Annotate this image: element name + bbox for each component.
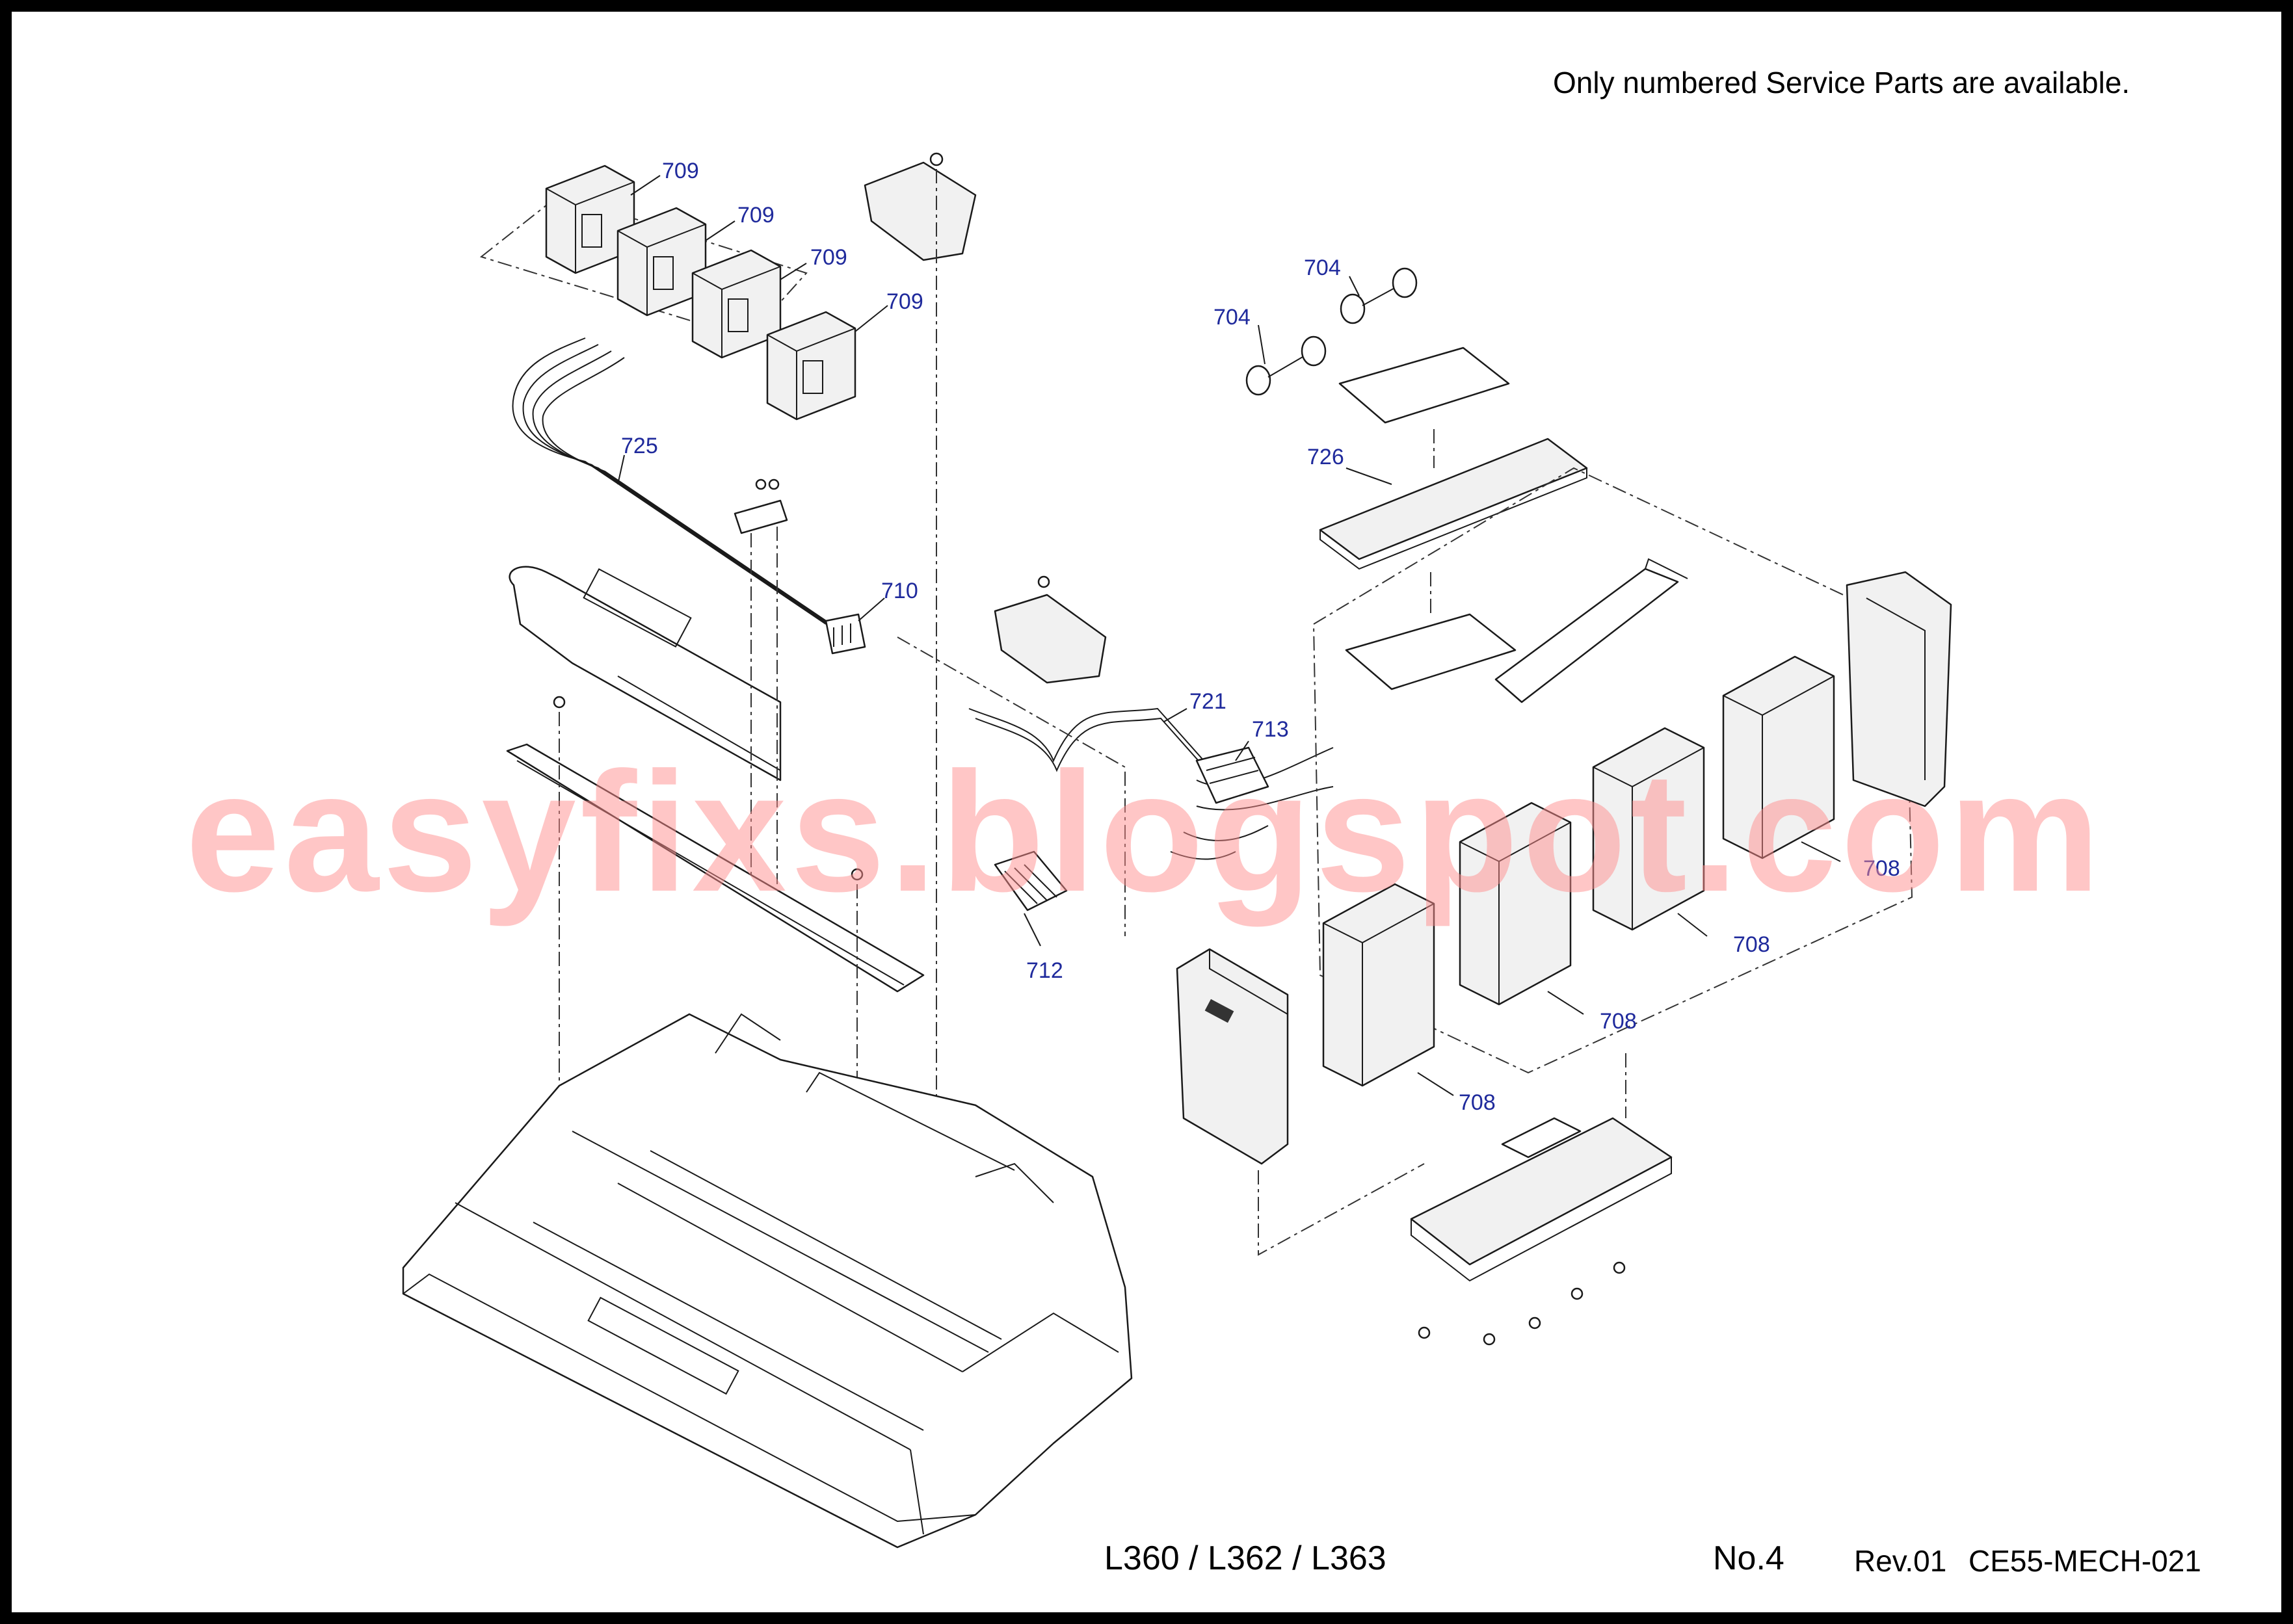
- callout-709-c: 709: [810, 245, 847, 270]
- ink-tube-725: [512, 337, 846, 635]
- printer-frame: [402, 1013, 1133, 1549]
- tube-guide-710: [825, 613, 866, 655]
- callout-726: 726: [1307, 445, 1344, 469]
- callout-708-a: 708: [1863, 856, 1900, 881]
- model-numbers: L360 / L362 / L363: [1104, 1539, 1386, 1577]
- small-bracket: [734, 478, 788, 884]
- callout-713: 713: [1252, 717, 1289, 742]
- callout-710: 710: [881, 579, 918, 603]
- cap-assembly-709-3: [691, 249, 782, 359]
- cap-assembly-709-1: [545, 164, 635, 274]
- service-parts-notice: Only numbered Service Parts are availabl…: [1553, 66, 2130, 99]
- head-cable-plate: [509, 566, 782, 781]
- front-tank-cover: [1176, 948, 1289, 1165]
- callout-704-b: 704: [1304, 255, 1341, 280]
- cover-piece: [864, 152, 977, 1229]
- support-726: [1319, 438, 1588, 570]
- frame-rail: [506, 696, 925, 1170]
- callout-709-d: 709: [886, 289, 923, 314]
- roller-704-left: [1245, 335, 1327, 396]
- tank-bottom-cover: [1258, 1053, 1673, 1346]
- ink-tank-708-2: [1459, 802, 1572, 1006]
- tank-cover: [1846, 571, 1952, 807]
- connector-713: [1195, 746, 1269, 804]
- sheet-lower: [1345, 613, 1517, 690]
- callout-708-c: 708: [1600, 1009, 1637, 1034]
- joint-712: [897, 636, 1126, 936]
- callout-709-a: 709: [662, 159, 699, 183]
- tank-assembly-outline: [1312, 467, 1913, 1074]
- ink-holder-bracket: [994, 575, 1107, 684]
- callout-708-d: 708: [1459, 1090, 1496, 1115]
- page-number: No.4: [1713, 1539, 1784, 1577]
- cap-assembly-709-2: [616, 207, 707, 317]
- guide-line-726: [1430, 429, 1435, 618]
- callout-709-b: 709: [737, 203, 775, 228]
- ink-tank-708-3: [1592, 727, 1705, 931]
- roller-704-right: [1340, 267, 1418, 324]
- callout-704-a: 704: [1213, 305, 1251, 330]
- watermark: easyfixs.blogspot.com: [185, 737, 2104, 928]
- callout-721: 721: [1189, 689, 1226, 714]
- ink-tank-708-1: [1322, 883, 1435, 1087]
- ink-tank-708-4: [1722, 655, 1835, 859]
- callout-712: 712: [1026, 958, 1063, 983]
- revision: Rev.01: [1854, 1544, 1947, 1578]
- drawing-code: CE55-MECH-021: [1968, 1544, 2201, 1578]
- callout-leaders: [617, 175, 1841, 1096]
- sheet-upper: [1338, 347, 1510, 424]
- callout-725: 725: [621, 434, 658, 458]
- callout-708-b: 708: [1733, 932, 1770, 957]
- cap-assembly-709-4: [766, 311, 856, 421]
- cap-assembly-709-group: [479, 164, 856, 421]
- shaft: [1494, 558, 1688, 703]
